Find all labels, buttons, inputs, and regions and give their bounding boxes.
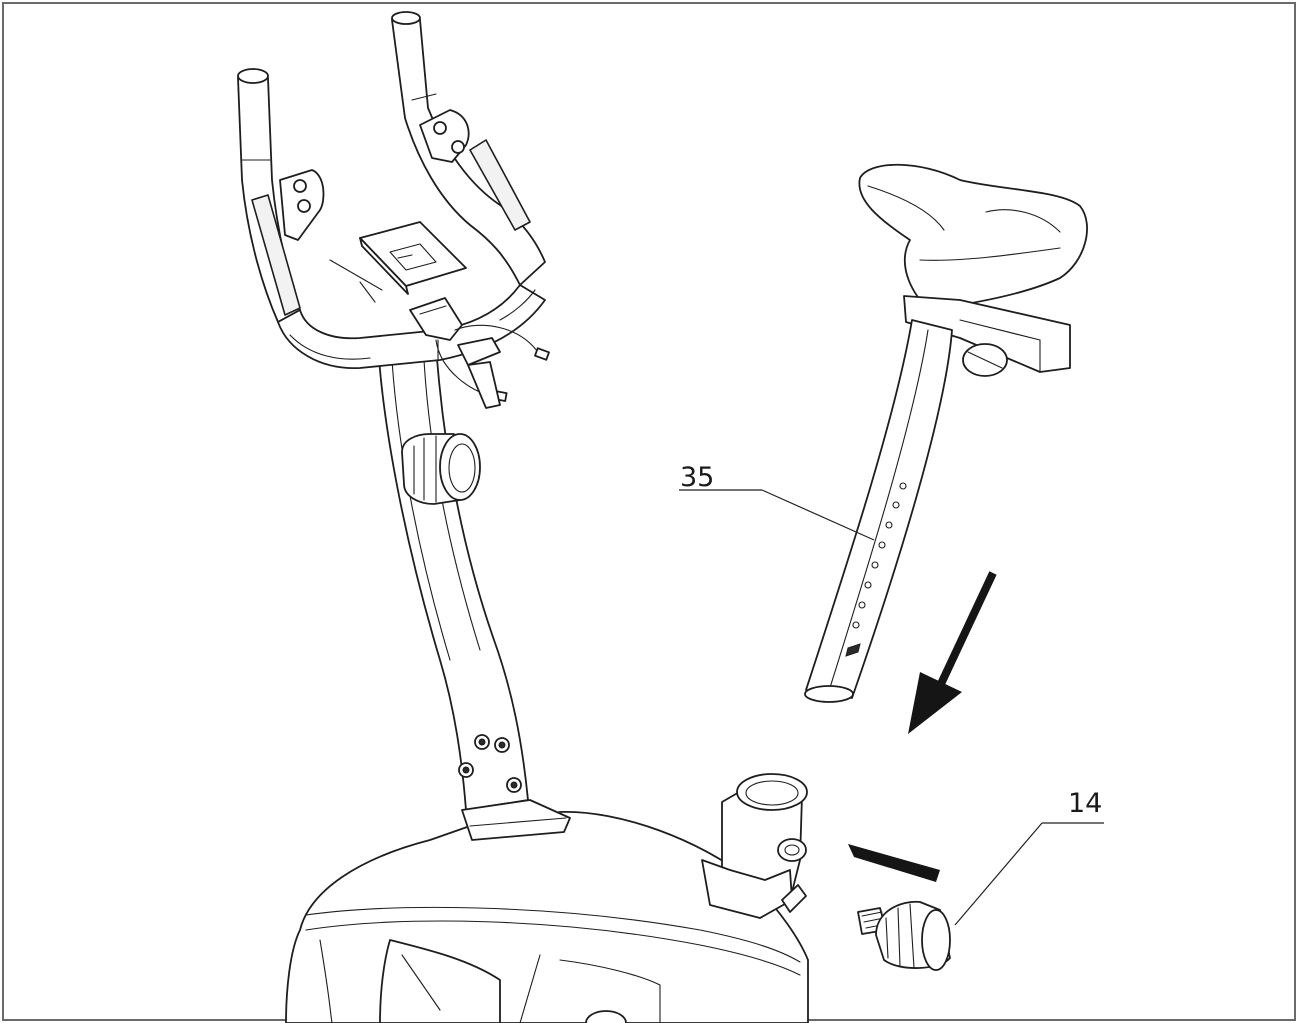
insert-arrow-left	[848, 844, 940, 882]
handlebar	[237, 11, 546, 369]
seat-tube	[701, 773, 808, 919]
part-number-14: 14	[1068, 788, 1102, 819]
tension-knob	[401, 433, 481, 505]
locking-knob	[857, 900, 951, 971]
insert-arrow-down	[908, 571, 997, 734]
console-bracket	[329, 221, 550, 409]
seat-post	[804, 319, 953, 703]
frame-body	[285, 799, 809, 1023]
part-number-35: 35	[680, 462, 714, 493]
callout-35: 35	[679, 462, 875, 541]
upright-column	[377, 344, 529, 811]
seat-assembly	[858, 163, 1088, 377]
callout-14: 14	[954, 788, 1104, 926]
